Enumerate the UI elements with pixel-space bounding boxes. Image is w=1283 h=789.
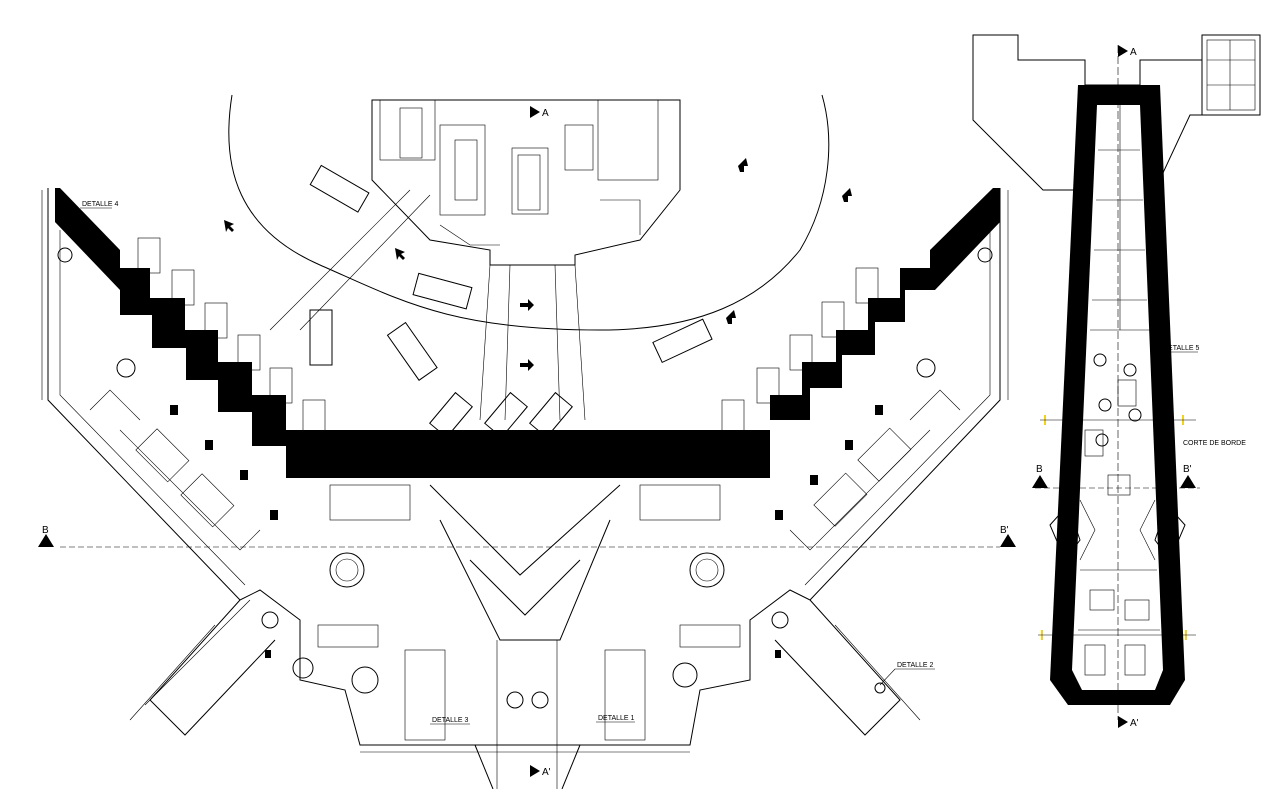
section-marker-a-top xyxy=(530,106,540,118)
detail-4-label: DETALLE 4 xyxy=(82,201,119,208)
section-label-a-bottom: A' xyxy=(542,767,551,778)
bus-bays xyxy=(137,237,879,436)
arrival-plaza-outline xyxy=(228,94,830,331)
approach-roads xyxy=(269,189,586,421)
section-marker-a-bottom xyxy=(530,765,540,777)
tower-side-wing-right xyxy=(1154,504,1186,561)
corte-de-borde-label: CORTE DE BORDE xyxy=(1183,440,1246,447)
terminal-building-outline xyxy=(47,188,1001,789)
detail-1-label: DETALLE 1 xyxy=(598,715,635,722)
tower-section-label-a-top: A xyxy=(1130,47,1137,58)
tower-section-marker-a-top xyxy=(1118,45,1128,57)
section-label-a-top: A xyxy=(542,108,549,119)
tower-section-marker-b-left xyxy=(1032,475,1048,488)
stepped-canopy-roof xyxy=(55,188,1000,478)
tower-section-marker-a-bottom xyxy=(1118,716,1128,728)
detail-3-label: DETALLE 3 xyxy=(432,717,469,724)
main-floor-plan: B B' A A' DETALLE 4 DETALLE 3 DETALLE 1 … xyxy=(38,94,1016,789)
central-top-building xyxy=(371,99,681,266)
traffic-arrows xyxy=(224,158,852,371)
tower-section-label-a-bottom: A' xyxy=(1130,718,1139,729)
tower-section-label-b-left: B xyxy=(1036,464,1043,475)
detail-5-label: DETALLE 5 xyxy=(1163,345,1200,352)
tower-section-label-b-right: B' xyxy=(1183,464,1192,475)
circular-planters xyxy=(57,247,993,709)
furniture-clusters xyxy=(170,405,883,658)
tower-section-marker-b-right xyxy=(1180,475,1196,488)
section-marker-b-right xyxy=(1000,534,1016,547)
dimension-lines xyxy=(41,190,1009,753)
section-label-b-right: B' xyxy=(1000,525,1009,536)
roof-detail-box xyxy=(1201,34,1261,116)
tower-interior-details xyxy=(1078,105,1160,676)
detail-2-label: DETALLE 2 xyxy=(897,662,934,669)
section-marker-b-left xyxy=(38,534,54,547)
section-view: B B' A A' DETALLE 5 CORTE DE BORDE xyxy=(972,34,1261,729)
parked-buses xyxy=(309,164,713,439)
section-label-b-left: B xyxy=(42,525,49,536)
tapered-tower-interior xyxy=(1072,105,1163,690)
tower-side-wing-left xyxy=(1049,504,1081,561)
